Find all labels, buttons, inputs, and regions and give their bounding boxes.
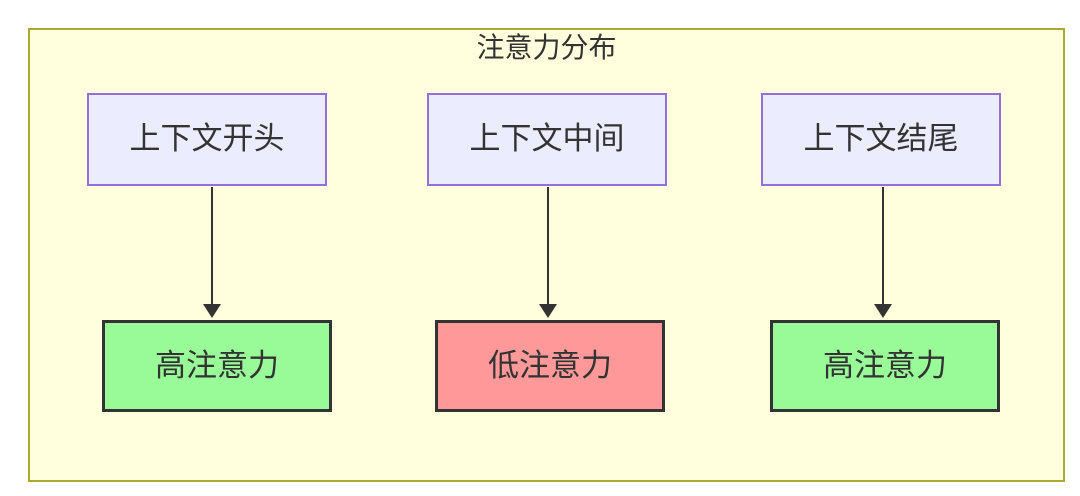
node-high-attention-left-label: 高注意力	[155, 347, 279, 383]
node-context-middle: 上下文中间	[427, 93, 667, 186]
node-context-end: 上下文结尾	[761, 93, 1001, 186]
node-context-end-label: 上下文结尾	[803, 121, 959, 157]
node-high-attention-left: 高注意力	[102, 320, 332, 412]
node-high-attention-right-label: 高注意力	[823, 347, 947, 383]
node-context-middle-label: 上下文中间	[469, 121, 625, 157]
node-low-attention-middle: 低注意力	[435, 320, 665, 412]
node-low-attention-middle-label: 低注意力	[488, 347, 612, 383]
node-high-attention-right: 高注意力	[770, 320, 1000, 412]
node-context-start-label: 上下文开头	[129, 121, 285, 157]
diagram-title: 注意力分布	[476, 32, 617, 63]
node-context-start: 上下文开头	[87, 93, 327, 186]
